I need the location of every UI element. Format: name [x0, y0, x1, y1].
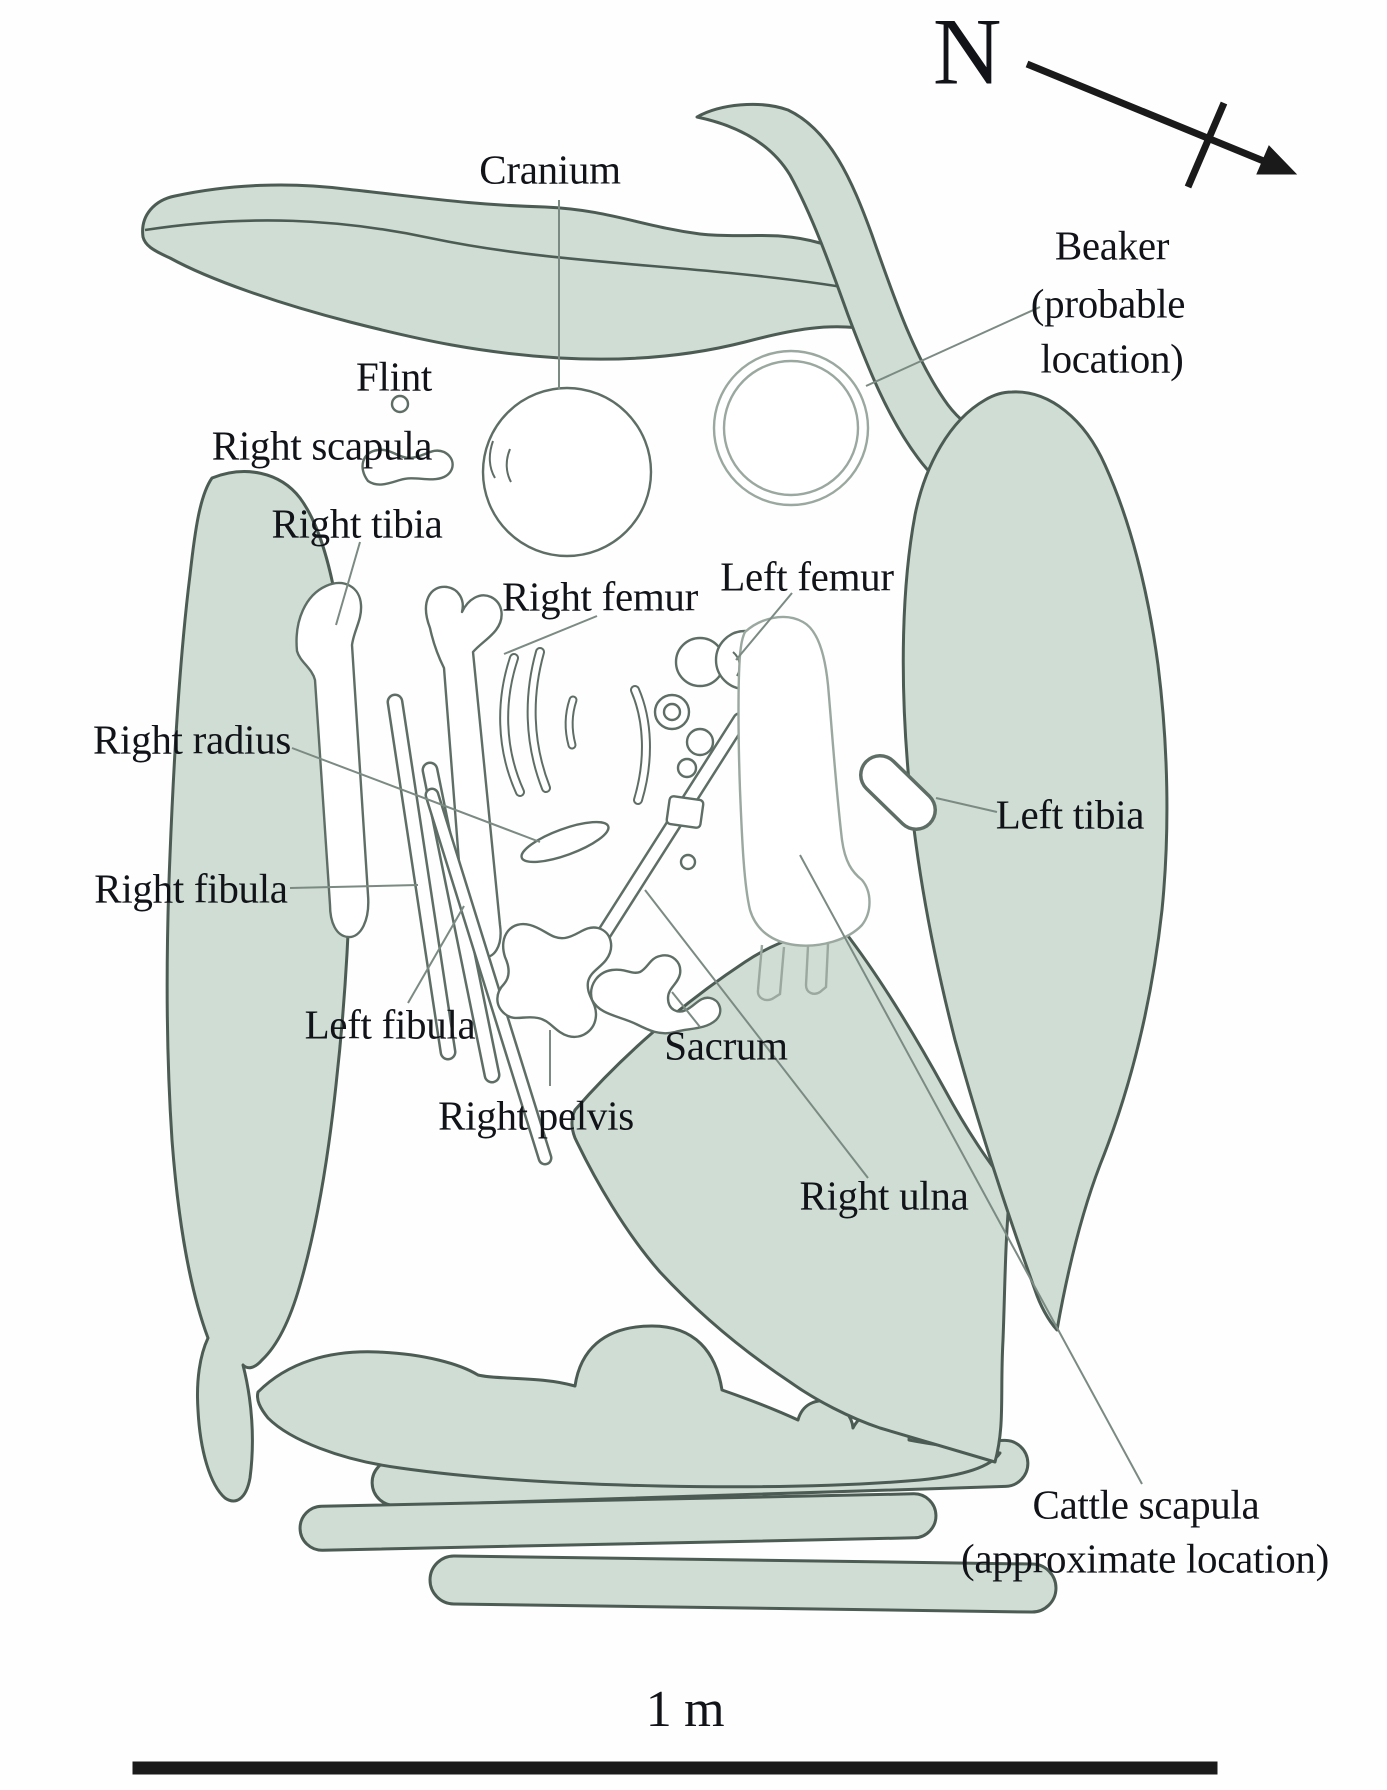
stone-top-slab	[141, 183, 874, 361]
stone-slabs	[141, 102, 1169, 1614]
label-right-ulna: Right ulna	[799, 1172, 969, 1219]
stone-right-slab	[901, 390, 1169, 1332]
label-sacrum: Sacrum	[664, 1022, 788, 1069]
right-scapula-bone	[361, 448, 454, 486]
label-left-fibula: Left fibula	[304, 1001, 476, 1048]
north-arrow-shaft	[1025, 60, 1268, 166]
sacrum-bone	[589, 954, 722, 1035]
label-left-tibia: Left tibia	[995, 791, 1145, 838]
leader-left-tibia	[935, 797, 998, 813]
label-cattle-scapula-line1: Cattle scapula	[1032, 1481, 1260, 1528]
north-arrow-head	[1256, 145, 1298, 175]
right-tibia-bone	[295, 581, 370, 939]
leader-beaker	[865, 306, 1041, 387]
right-fibula-bone	[386, 693, 457, 1061]
leader-right-radius	[291, 747, 541, 843]
label-beaker-line3: location)	[1040, 335, 1184, 382]
label-left-femur: Left femur	[720, 553, 894, 600]
left-fibula-bone	[424, 787, 553, 1166]
stone-slab-lower-2	[298, 1492, 938, 1552]
label-flint: Flint	[356, 353, 432, 400]
right-ulna-bone	[592, 712, 748, 948]
left-tibia-bone	[859, 754, 937, 831]
leader-sacrum	[671, 991, 701, 1028]
leader-right-femur	[503, 615, 598, 655]
label-beaker-line1: Beaker	[1054, 222, 1170, 269]
label-right-radius: Right radius	[93, 716, 291, 763]
cranium-bone	[481, 386, 653, 558]
scale-bar-label: 1 m	[645, 1681, 725, 1738]
leader-left-fibula	[407, 905, 465, 1004]
label-beaker-line2: (probable	[1030, 280, 1186, 327]
flint-find	[390, 394, 410, 414]
leader-right-tibia	[335, 541, 361, 626]
scale-bar	[132, 1761, 1218, 1775]
label-right-pelvis: Right pelvis	[438, 1092, 634, 1139]
cranium-suture-marks	[488, 440, 512, 483]
right-pelvis-bone	[496, 922, 613, 1039]
leader-left-femur	[735, 592, 793, 661]
north-arrow-tick	[1184, 101, 1228, 189]
stone-top-ridge-line	[144, 219, 871, 294]
label-cattle-scapula-line2: (approximate location)	[961, 1535, 1329, 1582]
beaker-outline	[712, 349, 870, 507]
skeleton-bones	[295, 386, 937, 1166]
leader-cattle-scapula	[799, 854, 1143, 1485]
north-arrow	[1025, 60, 1298, 189]
label-right-fibula: Right fibula	[94, 865, 288, 912]
right-radius-bone	[520, 820, 610, 864]
label-right-femur: Right femur	[502, 573, 698, 620]
rib-bones	[499, 647, 651, 805]
leader-right-ulna	[644, 889, 869, 1179]
label-right-tibia: Right tibia	[271, 500, 443, 547]
north-label: N	[932, 0, 1002, 105]
leader-right-fibula	[289, 884, 419, 889]
stone-slab-lower-3	[428, 1554, 1058, 1614]
label-cranium: Cranium	[479, 146, 621, 193]
label-right-scapula: Right scapula	[211, 422, 433, 469]
left-femur-outline	[737, 615, 871, 1002]
leader-lines	[289, 200, 1143, 1485]
